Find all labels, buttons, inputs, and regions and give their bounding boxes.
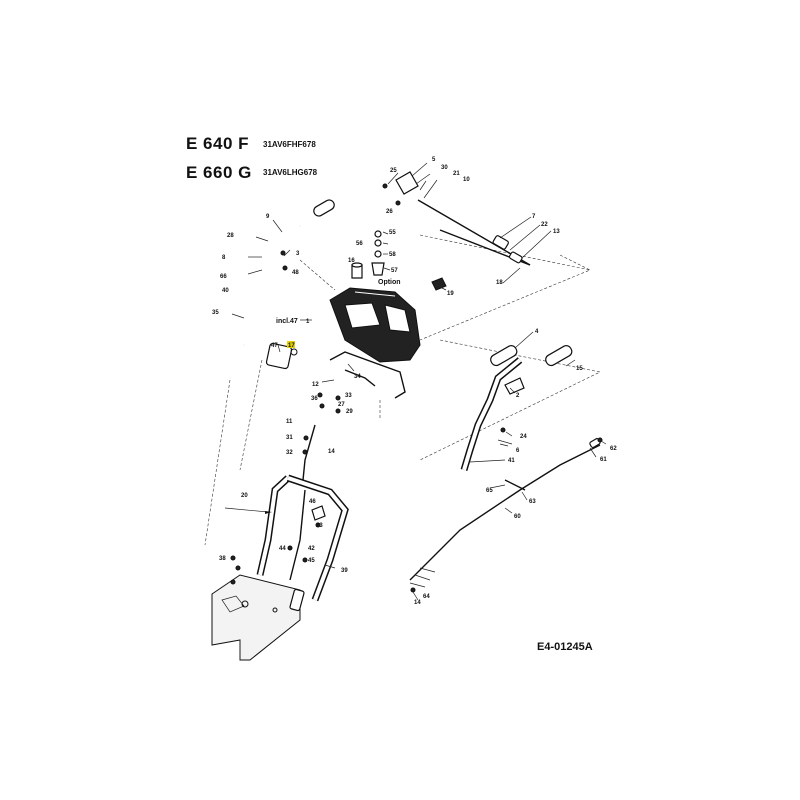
callout-55: 55 xyxy=(389,230,396,236)
model-code-1: 31AV6FHF678 xyxy=(263,140,316,149)
callout-60: 60 xyxy=(514,514,521,520)
callout-8: 8 xyxy=(222,255,226,261)
callout-41: 41 xyxy=(508,458,515,464)
callout-labels: 5 30 21 10 25 26 9 28 3 8 66 48 40 55 56… xyxy=(212,157,617,606)
callout-19: 19 xyxy=(447,291,454,297)
callout-57: 57 xyxy=(391,268,398,274)
callout-36: 36 xyxy=(311,396,318,402)
callout-34: 34 xyxy=(354,374,361,380)
callout-7: 7 xyxy=(532,214,536,220)
callout-20: 20 xyxy=(241,493,248,499)
callout-4: 4 xyxy=(535,329,539,335)
callout-65: 65 xyxy=(486,488,493,494)
callout-35: 35 xyxy=(212,310,219,316)
callout-24: 24 xyxy=(520,434,527,440)
callout-33: 33 xyxy=(345,393,352,399)
callout-17: 17 xyxy=(288,343,295,349)
callout-28: 28 xyxy=(227,233,234,239)
callout-31: 31 xyxy=(286,435,293,441)
callout-14-lower: 14 xyxy=(414,600,421,606)
callout-61: 61 xyxy=(600,457,607,463)
diagram-reference-code: E4-01245A xyxy=(537,641,593,653)
leader-lines xyxy=(272,162,607,601)
lower-handle xyxy=(224,474,349,602)
callout-30: 30 xyxy=(441,165,448,171)
callout-27: 27 xyxy=(338,402,345,408)
callout-44: 44 xyxy=(279,546,286,552)
callout-6: 6 xyxy=(516,448,520,454)
callout-58: 58 xyxy=(389,252,396,258)
control-console xyxy=(329,287,421,363)
housing-plate xyxy=(211,555,305,661)
option-parts xyxy=(351,230,447,291)
callout-47: 47 xyxy=(271,343,278,349)
model-code-2: 31AV6LHG678 xyxy=(263,168,318,177)
callout-17-highlight xyxy=(287,341,295,348)
callout-23: 23 xyxy=(316,523,323,529)
callout-29: 29 xyxy=(346,409,353,415)
projection-lines xyxy=(204,234,601,546)
middle-linkage xyxy=(265,342,406,481)
callout-22: 22 xyxy=(541,222,548,228)
callout-2: 2 xyxy=(516,393,520,399)
model-name-1: E 640 F xyxy=(186,134,250,153)
callout-38: 38 xyxy=(219,556,226,562)
callout-13: 13 xyxy=(553,229,560,235)
callout-48: 48 xyxy=(292,270,299,276)
callout-46: 46 xyxy=(309,499,316,505)
callout-56: 56 xyxy=(356,241,363,247)
callout-40: 40 xyxy=(222,288,229,294)
upper-left-handle xyxy=(231,199,335,346)
callout-11: 11 xyxy=(286,419,293,425)
callout-64: 64 xyxy=(423,594,430,600)
callout-15: 15 xyxy=(576,366,583,372)
callout-66: 66 xyxy=(220,274,227,280)
option-caption: Option xyxy=(378,279,401,286)
incl-caption: incl.47 xyxy=(276,318,298,325)
shift-rod xyxy=(409,437,603,593)
callout-5: 5 xyxy=(432,157,436,163)
callout-16: 16 xyxy=(348,258,355,264)
callout-1: 1 xyxy=(306,319,310,325)
upper-right-handle xyxy=(460,345,573,472)
callout-3: 3 xyxy=(296,251,300,257)
top-cables xyxy=(382,171,531,266)
callout-63: 63 xyxy=(529,499,536,505)
callout-32: 32 xyxy=(286,450,293,456)
callout-42: 42 xyxy=(308,546,315,552)
callout-10: 10 xyxy=(463,177,470,183)
callout-62: 62 xyxy=(610,446,617,452)
callout-12: 12 xyxy=(312,382,319,388)
callout-25: 25 xyxy=(390,168,397,174)
callout-45: 45 xyxy=(308,558,315,564)
callout-14-upper: 14 xyxy=(328,449,335,455)
model-name-2: E 660 G xyxy=(186,163,252,182)
callout-18: 18 xyxy=(496,280,503,286)
callout-26: 26 xyxy=(386,209,393,215)
callout-21: 21 xyxy=(453,171,460,177)
callout-39: 39 xyxy=(341,568,348,574)
callout-9: 9 xyxy=(266,214,270,220)
